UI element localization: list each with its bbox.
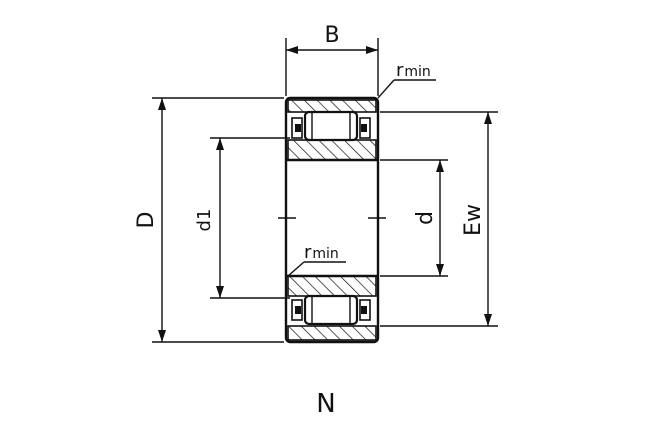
label-d: d: [413, 211, 438, 225]
type-label: N: [316, 389, 335, 419]
bearing-outline: [284, 96, 380, 344]
rmin-top-r: r: [396, 60, 404, 81]
roller-top: [303, 110, 359, 142]
rib-bottom-right: [359, 299, 371, 321]
label-B: B: [324, 23, 339, 48]
roller-bottom: [303, 294, 359, 326]
svg-text:rmin: rmin: [396, 60, 431, 81]
rib-top-right: [359, 117, 371, 139]
label-Ew: Ew: [461, 204, 486, 236]
outer-ring-bottom: [287, 325, 377, 341]
label-d1: d1: [194, 209, 215, 232]
rib-top-left: [291, 117, 303, 139]
rmin-top-sub: min: [404, 64, 430, 80]
rmin-top-callout: rmin: [377, 60, 436, 99]
dimension-d: d: [380, 159, 448, 277]
inner-ring-top: [287, 139, 377, 161]
dimension-B: B: [285, 23, 379, 96]
dimension-Ew: Ew: [380, 111, 498, 327]
label-D: D: [134, 212, 159, 229]
outer-ring-top: [287, 99, 377, 113]
inner-ring-bottom: [287, 275, 377, 297]
rmin-mid-sub: min: [312, 246, 338, 262]
svg-text:rmin: rmin: [304, 242, 339, 263]
rmin-mid-callout: rmin: [287, 242, 346, 277]
dimension-D: D: [134, 97, 284, 343]
rib-bottom-left: [291, 299, 303, 321]
rmin-mid-r: r: [304, 242, 312, 263]
bearing-section: [278, 96, 386, 344]
dimension-d1: d1: [194, 137, 290, 299]
